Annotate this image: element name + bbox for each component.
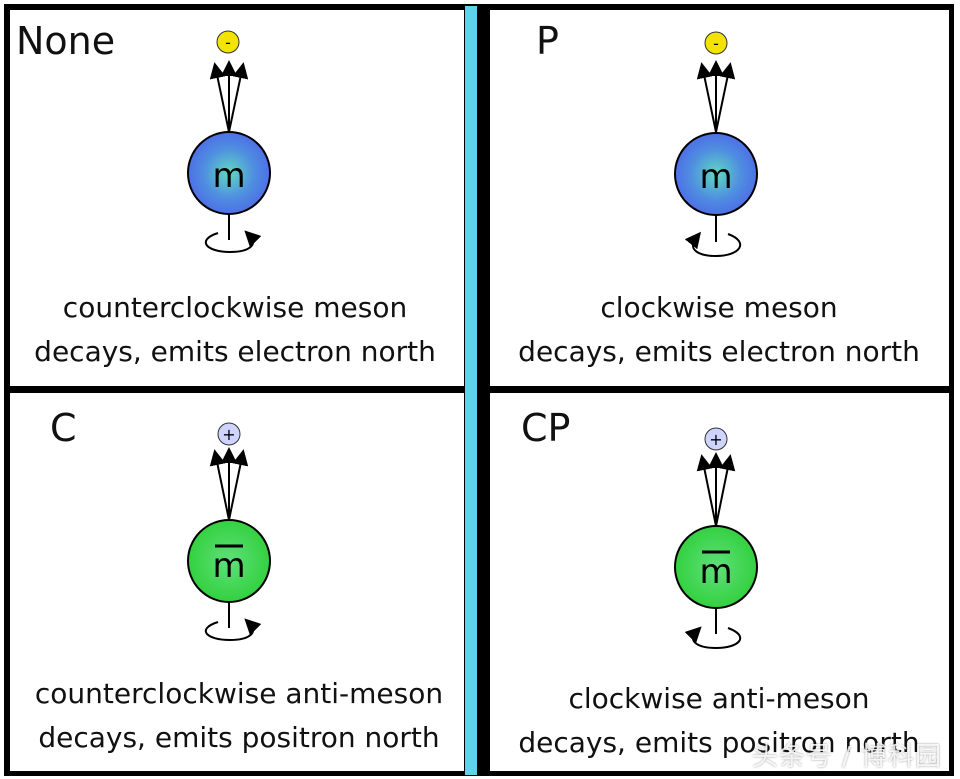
caption-line: decays, emits positron north xyxy=(38,721,440,754)
particle-symbol: m xyxy=(699,552,732,592)
particle-symbol: m xyxy=(212,546,245,586)
emission-arrows xyxy=(696,60,736,133)
caption-line: decays, emits electron north xyxy=(34,335,436,368)
emission-arrows xyxy=(696,452,736,527)
caption-line: counterclockwise anti-meson xyxy=(34,677,444,710)
panel-label-c: C xyxy=(50,406,77,450)
meson-diagram-none: - m xyxy=(187,30,271,254)
particle-symbol: m xyxy=(699,157,732,197)
center-divider-cyan xyxy=(465,6,477,775)
panel-label-none: None xyxy=(16,19,116,63)
caption-line: clockwise meson xyxy=(600,291,838,324)
spin-arrow-icon xyxy=(684,231,741,258)
spin-arrow-icon xyxy=(204,230,262,254)
caption-line: counterclockwise meson xyxy=(62,291,408,324)
panel-label-cp: CP xyxy=(521,406,571,450)
caption-line: decays, emits positron north xyxy=(518,726,920,759)
spin-arrow-icon xyxy=(204,618,262,642)
meson-diagram-c: + m xyxy=(187,422,271,642)
charge-symbol: + xyxy=(709,430,722,449)
emission-arrows xyxy=(209,447,249,521)
charge-badge xyxy=(704,427,728,451)
caption-none: counterclockwise meson decays, emits ele… xyxy=(0,286,470,374)
particle-symbol: m xyxy=(212,156,245,196)
caption-line: clockwise anti-meson xyxy=(568,682,870,715)
meson-diagram-cp: + m xyxy=(674,427,758,650)
meson-diagram-p: - m xyxy=(674,31,758,258)
charge-symbol: - xyxy=(713,34,719,53)
charge-symbol: - xyxy=(225,33,231,52)
charge-badge xyxy=(216,30,240,54)
watermark: 头条号 / 博科园 xyxy=(751,742,942,772)
emission-arrows xyxy=(209,60,249,133)
caption-line: decays, emits electron north xyxy=(518,335,920,368)
caption-c: counterclockwise anti-meson decays, emit… xyxy=(4,672,474,760)
caption-p: clockwise meson decays, emits electron n… xyxy=(484,286,954,374)
panel-label-p: P xyxy=(536,19,559,63)
charge-symbol: + xyxy=(222,425,235,444)
charge-badge xyxy=(217,422,241,446)
spin-arrow-icon xyxy=(684,626,742,650)
center-divider-black xyxy=(478,6,487,775)
charge-badge xyxy=(704,31,728,55)
caption-cp: clockwise anti-meson decays, emits posit… xyxy=(484,677,954,765)
